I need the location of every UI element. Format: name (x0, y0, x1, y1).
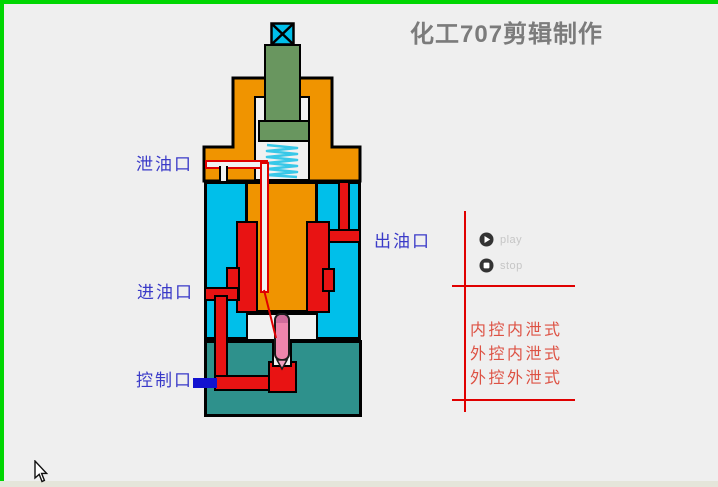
stop-icon (479, 258, 494, 273)
mode-item-external-control-internal-drain[interactable]: 外控内泄式 (470, 344, 563, 363)
valve-stem-upper (264, 44, 301, 122)
port-pocket-right-step (322, 268, 335, 292)
control-port-stub (193, 378, 217, 388)
label-outlet-port: 出油口 (374, 232, 431, 252)
valve-stem-lower (258, 120, 310, 142)
cursor-icon (34, 460, 49, 483)
spring-icon (265, 143, 299, 179)
label-control-port: 控制口 (136, 371, 193, 391)
mode-item-external-control-external-drain[interactable]: 外控外泄式 (470, 368, 563, 387)
window-border-top (0, 0, 718, 4)
play-button[interactable]: play (479, 232, 522, 247)
window-border-left (0, 0, 4, 482)
control-downpipe (214, 295, 228, 383)
play-button-label: play (500, 233, 523, 246)
window-bottom-strip (0, 481, 718, 487)
mode-item-internal-control-internal-drain[interactable]: 内控内泄式 (470, 320, 563, 339)
drain-channel-horizontal (205, 160, 268, 169)
label-inlet-port: 进油口 (137, 283, 194, 303)
panel-horizontal-line-top (452, 285, 575, 287)
label-drain-port: 泄油口 (136, 155, 193, 175)
play-icon (479, 232, 494, 247)
outlet-channel-arm (327, 229, 361, 243)
panel-horizontal-line-bottom (452, 399, 575, 401)
drain-slot (219, 166, 228, 181)
drain-channel-diagonal (263, 289, 277, 339)
control-channel-arm (214, 375, 275, 391)
page-title: 化工707剪辑制作 (410, 21, 604, 48)
stop-button[interactable]: stop (479, 258, 523, 273)
drain-channel-vertical (260, 162, 269, 293)
adjuster-cross-icon (270, 22, 295, 46)
panel-vertical-line (464, 211, 466, 412)
port-pocket-right (306, 221, 330, 313)
poppet-tip (275, 359, 289, 371)
poppet-cap (276, 315, 288, 323)
stop-button-label: stop (500, 259, 523, 272)
